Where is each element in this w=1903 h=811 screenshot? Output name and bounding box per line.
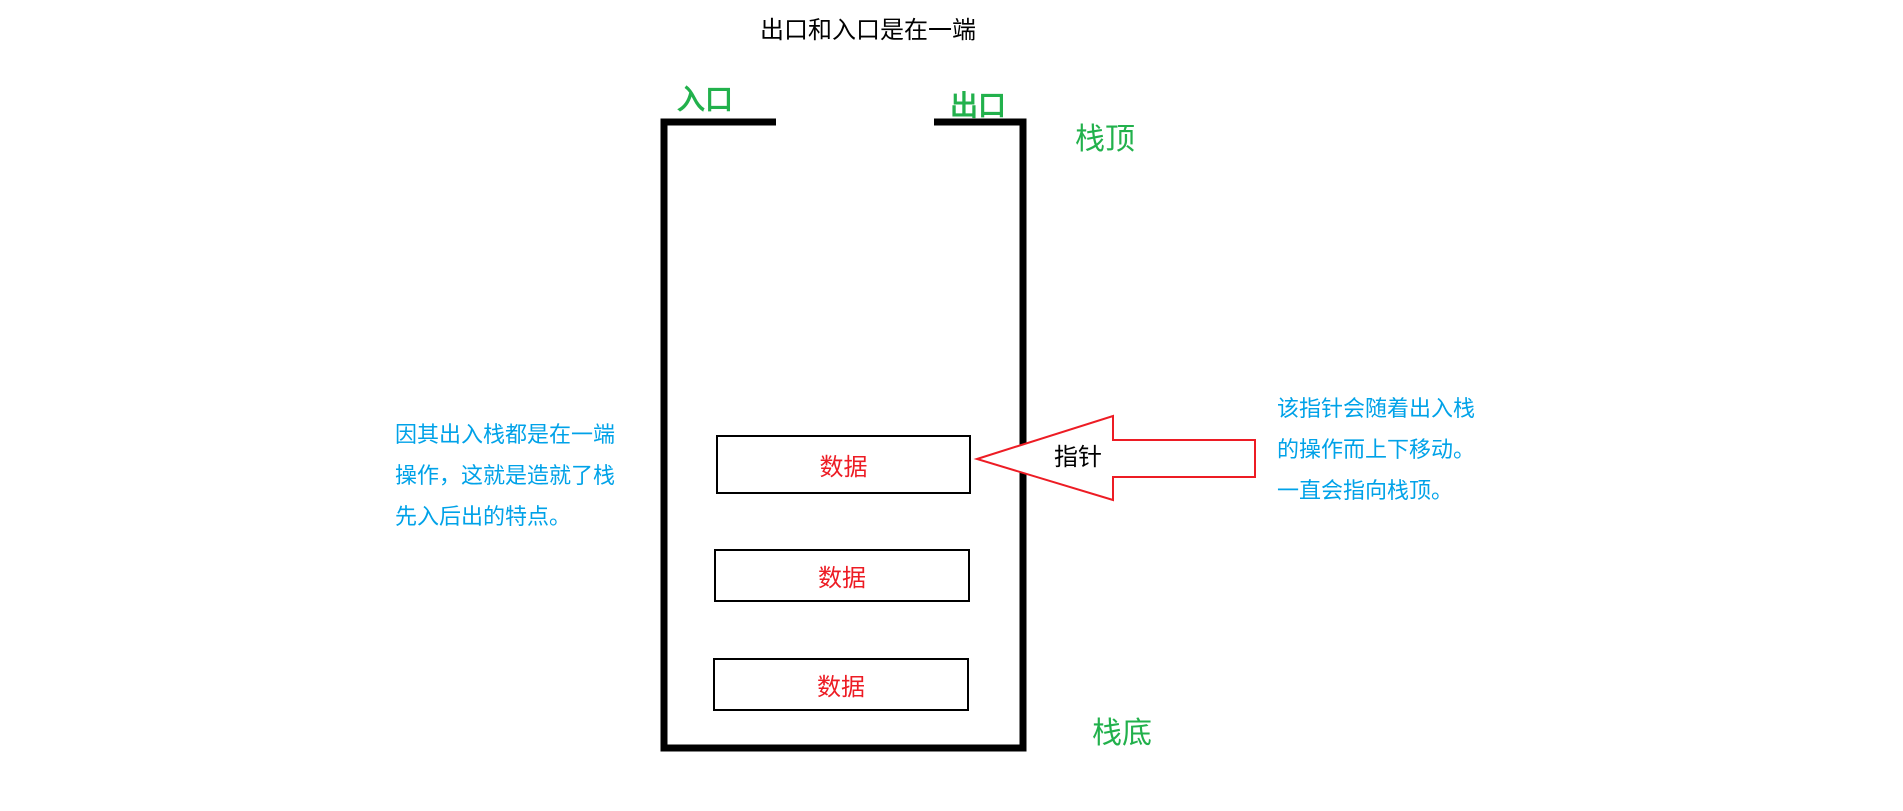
right-note-line: 该指针会随着出入栈 <box>1277 397 1476 422</box>
right-note: 该指针会随着出入栈 的操作而上下移动。 一直会指向栈顶。 <box>1277 389 1475 512</box>
stack-bottom-label: 栈底 <box>1092 716 1152 751</box>
right-note-line: 的操作而上下移动。 <box>1277 438 1476 463</box>
data-box: 数据 <box>714 549 970 602</box>
left-note-line: 先入后出的特点。 <box>395 505 572 530</box>
stack-container <box>660 118 1027 752</box>
diagram-title: 出口和入口是在一端 <box>760 16 976 44</box>
data-box: 数据 <box>716 435 971 494</box>
left-note-line: 因其出入栈都是在一端 <box>395 423 616 448</box>
stack-top-label: 栈顶 <box>1075 122 1135 157</box>
left-note: 因其出入栈都是在一端 操作，这就是造就了栈 先入后出的特点。 <box>395 415 615 538</box>
exit-label: 出口 <box>950 89 1007 122</box>
data-box: 数据 <box>713 658 969 711</box>
pointer-label: 指针 <box>1054 443 1102 471</box>
entry-label: 入口 <box>677 83 734 116</box>
right-note-line: 一直会指向栈顶。 <box>1277 479 1454 504</box>
left-note-line: 操作，这就是造就了栈 <box>395 464 616 489</box>
pointer-arrow <box>973 414 1256 502</box>
